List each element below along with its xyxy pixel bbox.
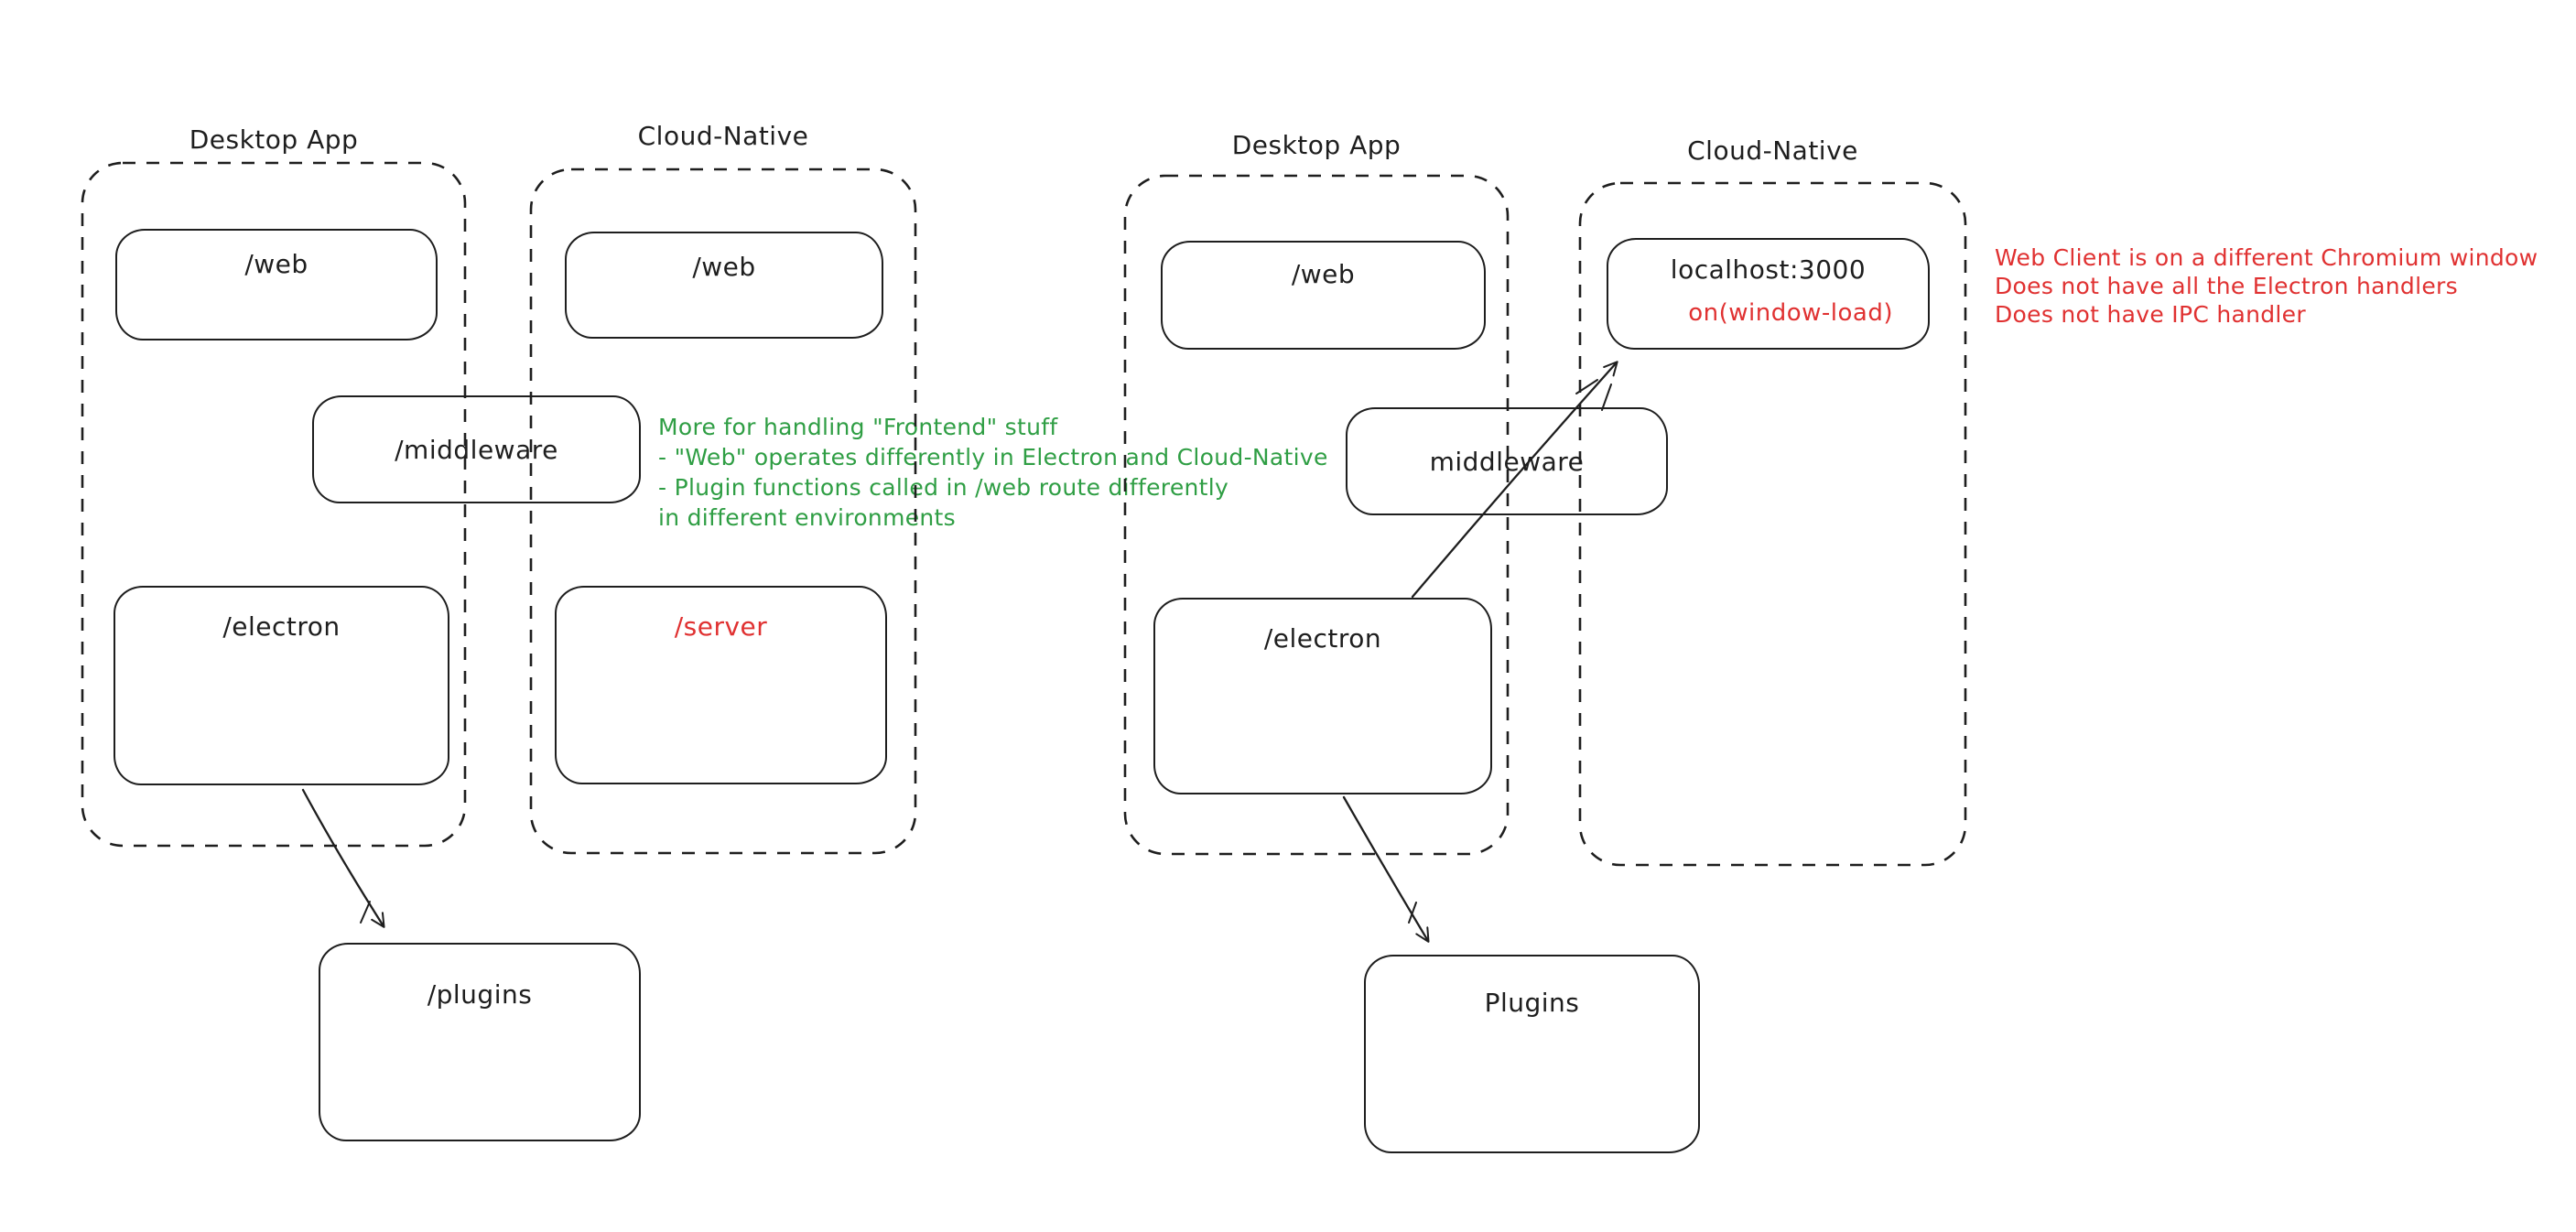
- left-middleware-label: /middleware: [395, 434, 558, 465]
- left-cloud-web-label: /web: [692, 252, 756, 282]
- right-electron-box: /electron: [1153, 598, 1492, 794]
- right-desktop-app-title: Desktop App: [1231, 130, 1402, 160]
- green-annotation-line: - "Web" operates differently in Electron…: [658, 444, 1328, 470]
- left-electron-box: /electron: [114, 586, 449, 785]
- left-middleware-box: /middleware: [312, 395, 641, 503]
- right-localhost-label: localhost:3000: [1670, 254, 1867, 285]
- arrow-right-electron-to-plugins: [1342, 795, 1430, 943]
- arrowhead-extra-stroke: [1575, 379, 1598, 394]
- left-server-box: /server: [555, 586, 887, 784]
- left-electron-label: /electron: [222, 611, 341, 642]
- right-plugins-box: Plugins: [1364, 955, 1700, 1153]
- arrow-left-electron-to-plugins: [301, 788, 385, 928]
- right-desktop-web-label: /web: [1291, 259, 1356, 289]
- left-desktop-web-box: /web: [115, 229, 438, 340]
- right-middleware-label: middleware: [1429, 446, 1585, 477]
- arrowhead-extra-stroke: [1601, 384, 1612, 411]
- right-cloud-native-title: Cloud-Native: [1687, 135, 1858, 166]
- left-plugins-box: /plugins: [319, 943, 641, 1141]
- green-annotation-line: More for handling "Frontend" stuff: [658, 414, 1058, 440]
- red-annotation-line: Does not have all the Electron handlers: [1995, 273, 2458, 299]
- right-desktop-web-box: /web: [1161, 241, 1486, 350]
- left-desktop-app-title: Desktop App: [189, 124, 359, 155]
- arrowhead-extra-stroke: [1408, 902, 1417, 924]
- green-annotation: More for handling "Frontend" stuff - "We…: [658, 412, 1328, 533]
- right-plugins-label: Plugins: [1484, 988, 1580, 1018]
- red-annotation-line: Does not have IPC handler: [1995, 301, 2306, 328]
- left-plugins-label: /plugins: [427, 979, 533, 1010]
- green-annotation-line: - Plugin functions called in /web route …: [658, 474, 1229, 501]
- green-annotation-line: in different environments: [658, 504, 956, 531]
- left-server-label: /server: [674, 611, 768, 642]
- right-localhost-event-label: on(window-load): [1688, 299, 1893, 327]
- red-annotation: Web Client is on a different Chromium wi…: [1995, 243, 2538, 329]
- left-desktop-web-label: /web: [244, 249, 308, 279]
- arrowhead-extra-stroke: [360, 901, 371, 924]
- right-localhost-box: localhost:3000 on(window-load): [1607, 238, 1930, 350]
- red-annotation-line: Web Client is on a different Chromium wi…: [1995, 244, 2538, 271]
- left-cloud-native-title: Cloud-Native: [637, 121, 809, 151]
- right-electron-label: /electron: [1263, 623, 1382, 654]
- left-cloud-web-box: /web: [565, 232, 883, 339]
- right-middleware-box: middleware: [1346, 407, 1668, 515]
